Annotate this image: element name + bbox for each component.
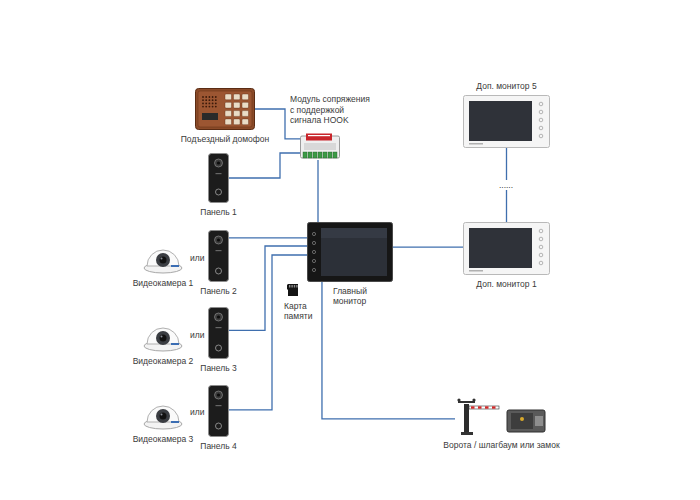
intercom-panel-picture	[195, 88, 255, 130]
extra-monitor-picture	[463, 95, 550, 148]
alternative-word: или	[189, 253, 205, 263]
memory-card: Карта памяти	[287, 284, 299, 297]
device-label: Ворота / шлагбаум или замок	[443, 440, 559, 450]
device-label: Панель 2	[200, 286, 236, 296]
main-monitor: Главный монитор	[307, 222, 393, 282]
video-camera-picture	[143, 242, 183, 274]
device-label: Видеокамера 2	[133, 356, 194, 366]
main-monitor-picture	[307, 222, 393, 282]
device-label: Карта памяти	[284, 301, 320, 321]
call-panel: Панель 3	[208, 307, 229, 359]
call-panel-picture	[208, 230, 229, 282]
call-panel: Панель 4	[208, 385, 229, 437]
memory-card-picture	[287, 284, 299, 297]
signal-wire	[317, 160, 318, 222]
device-label: Доп. монитор 5	[476, 81, 536, 91]
call-panel-picture	[208, 385, 229, 437]
device-label: Панель 3	[200, 363, 236, 373]
device-label: Видеокамера 3	[133, 434, 194, 444]
video-camera: Видеокамера 2	[143, 320, 183, 352]
gate-lock-picture	[455, 398, 548, 436]
interface-module: Модуль сопряжения с поддержкой сигнала H…	[300, 133, 340, 160]
alternative-word: или	[189, 407, 205, 417]
signal-wire	[229, 153, 300, 178]
signal-wire	[322, 282, 455, 419]
gate-lock: Ворота / шлагбаум или замок	[455, 398, 548, 436]
video-camera: Видеокамера 3	[143, 398, 183, 430]
signal-wire	[229, 255, 307, 410]
interface-module-picture	[300, 133, 340, 160]
continuation-dots: ......	[498, 180, 514, 190]
video-camera-picture	[143, 320, 183, 352]
device-label: Панель 1	[200, 207, 236, 217]
call-panel-picture	[208, 307, 229, 359]
signal-wire	[229, 237, 307, 238]
extra-monitor: Доп. монитор 1	[463, 222, 550, 275]
extra-monitor: Доп. монитор 5	[463, 95, 550, 148]
extra-monitor-picture	[463, 222, 550, 275]
device-label: Модуль сопряжения с поддержкой сигнала H…	[290, 94, 376, 125]
call-panel: Панель 2	[208, 230, 229, 282]
signal-wire	[393, 247, 463, 248]
video-camera: Видеокамера 1	[143, 242, 183, 274]
video-camera-picture	[143, 398, 183, 430]
alternative-word: или	[189, 330, 205, 340]
device-label: Подъездный домофон	[181, 134, 270, 144]
intercom-panel: Подъездный домофон	[195, 88, 255, 130]
device-label: Панель 4	[200, 441, 236, 451]
device-label: Видеокамера 1	[133, 278, 194, 288]
call-panel-picture	[208, 153, 229, 203]
device-label: Доп. монитор 1	[476, 279, 536, 289]
device-label: Главный монитор	[333, 286, 377, 306]
call-panel: Панель 1	[208, 153, 229, 203]
